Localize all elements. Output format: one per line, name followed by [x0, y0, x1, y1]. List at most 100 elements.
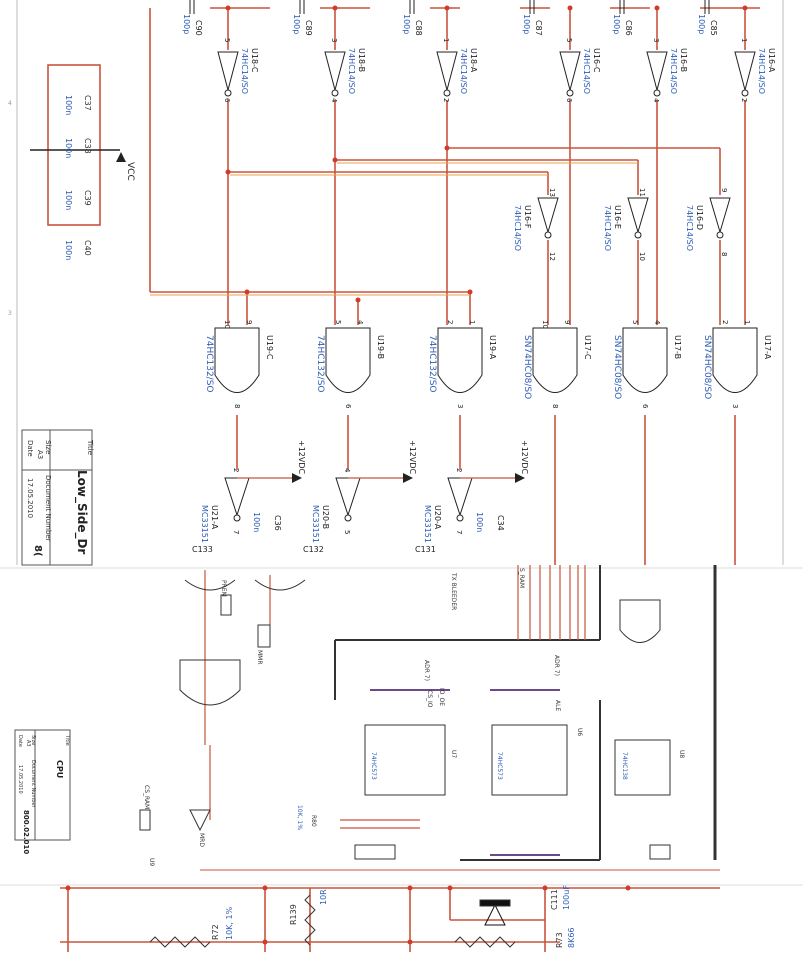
inverter-part: 74HC14/SO	[240, 48, 249, 94]
gate-symbol	[437, 327, 483, 393]
gate-part: 74HC132/SO	[427, 335, 437, 393]
inverter-pin-in: 5	[565, 38, 573, 42]
driver-part: MC33151	[311, 505, 320, 543]
top-cap-ref: C89	[304, 20, 313, 36]
wire-junction	[567, 5, 573, 11]
top-cap-ref: C86	[624, 20, 633, 36]
vcc-label: VCC	[125, 162, 135, 181]
lower-ics	[139, 579, 671, 926]
inverter-pin-out: 2	[442, 98, 450, 102]
title1-size: A3	[36, 450, 44, 459]
gate-part: 74HC132/SO	[315, 335, 325, 393]
cap-label-C39: C39	[83, 190, 92, 206]
gate-ref: U19-A	[488, 335, 497, 360]
gate-pin-b: 4	[653, 320, 661, 325]
title2-title-label: Title	[64, 734, 70, 746]
title2-size: A3	[25, 740, 31, 747]
bottom-part-labels: R72 10K, 1% R139 10R R73 8K66 C111 100uF	[211, 885, 576, 948]
inverter-bubble	[544, 231, 552, 239]
upper-wiring	[149, 7, 760, 565]
top-cap-ref: C88	[414, 20, 423, 36]
gate-ref: U19-B	[376, 335, 385, 359]
wire-junction	[65, 885, 71, 891]
inverter-symbol	[734, 51, 756, 92]
orange-wires	[150, 162, 638, 296]
inverter-pin-out: 10	[638, 252, 646, 261]
addr-bus-2-label: ADR 7)	[553, 655, 560, 676]
driver-ref: U20-A	[433, 505, 442, 530]
inverter-pin-out: 12	[548, 252, 556, 261]
driver-ref: U20-B	[321, 505, 330, 529]
wire-junction	[225, 169, 231, 175]
tx-bleeder-label: TX BLEEDER	[450, 572, 457, 610]
title1-date: 17.05.2010	[26, 478, 34, 518]
driver-symbol	[224, 477, 250, 517]
wire-junction	[332, 157, 338, 163]
gate-part: SN74HC08/SO	[612, 335, 622, 399]
wire-junction	[332, 5, 338, 11]
sheet-frame	[0, 0, 803, 886]
gate-pin-a: 2	[446, 320, 454, 324]
c111-label: C111	[550, 889, 559, 910]
addr-bus-1-label: ADR 7)	[423, 660, 430, 681]
driver-ref: U21-A	[210, 505, 219, 530]
wire-junction	[262, 885, 268, 891]
inverter-part: 74HC14/SO	[685, 205, 694, 251]
u8-part-label: 74HC138	[621, 752, 628, 780]
inverter-pin-in: 1	[442, 38, 450, 42]
r72-label: R72	[211, 924, 220, 940]
inverter-symbol	[537, 197, 559, 234]
inverter-pin-in: 11	[638, 188, 646, 197]
gate-part: SN74HC08/SO	[522, 335, 532, 399]
inverter-bubble	[653, 89, 661, 97]
gate-symbol	[532, 327, 578, 393]
u8-label: U8	[678, 750, 685, 758]
r72-value: 10K, 1%	[225, 906, 234, 940]
top-cap-value: 100p	[612, 14, 621, 34]
title2-date: 17.05.2010	[17, 765, 23, 794]
driver-cap-value: 100n	[252, 512, 261, 532]
title1-size-label: Size	[44, 440, 52, 454]
title1-docnum: 8(	[32, 545, 43, 557]
wire-junction	[625, 885, 631, 891]
inverter-bubble	[566, 89, 574, 97]
title1-title: Low_Side_Dr	[74, 470, 89, 554]
frame-marker-4: 4	[8, 100, 12, 107]
inverter-bubble	[741, 89, 749, 97]
cap-value-C38: 100n	[64, 138, 73, 158]
cap-value-C40: 100n	[64, 240, 73, 260]
inverter-pin-out: 4	[330, 98, 338, 103]
inverter-bubble	[716, 231, 724, 239]
gate-symbol	[214, 327, 260, 393]
driver-pin-in: 4	[343, 468, 351, 473]
inverter-pin-in: 9	[720, 188, 728, 192]
r139-value: 10R	[319, 889, 328, 905]
inverter-part: 74HC14/SO	[347, 48, 356, 94]
inverter-pin-out: 2	[740, 98, 748, 102]
gate-pin-b: 4	[356, 320, 364, 325]
cap-label-C37: C37	[83, 95, 92, 111]
driver-bubble	[233, 514, 241, 522]
u6-part-label: 74HC573	[496, 752, 503, 780]
driver-supply: +12VDC	[408, 440, 417, 475]
r73-value: 8K66	[567, 927, 576, 948]
inverter-part: 74HC14/SO	[582, 48, 591, 94]
title1-date-label: Date	[26, 440, 34, 457]
gate-ref: U17-C	[583, 335, 592, 360]
inverter-bubble	[331, 89, 339, 97]
top-cap-value: 100p	[402, 14, 411, 34]
inverter-symbol	[217, 51, 239, 92]
driver-part: MC33151	[423, 505, 432, 543]
inverter-ref: U18-C	[250, 48, 259, 73]
driver-supply: +12VDC	[520, 440, 529, 475]
inverter-ref: U18-A	[469, 48, 478, 73]
inverter-part: 74HC14/SO	[757, 48, 766, 94]
gate-pin-out: 8	[551, 404, 559, 408]
driver-pin-out: 5	[343, 530, 351, 534]
driver-bubble	[344, 514, 352, 522]
decoupling-block	[30, 64, 120, 226]
inverter-bubble	[443, 89, 451, 97]
frame-marker-3: 3	[8, 310, 12, 317]
s-ram-label: S_RAM	[518, 568, 525, 588]
